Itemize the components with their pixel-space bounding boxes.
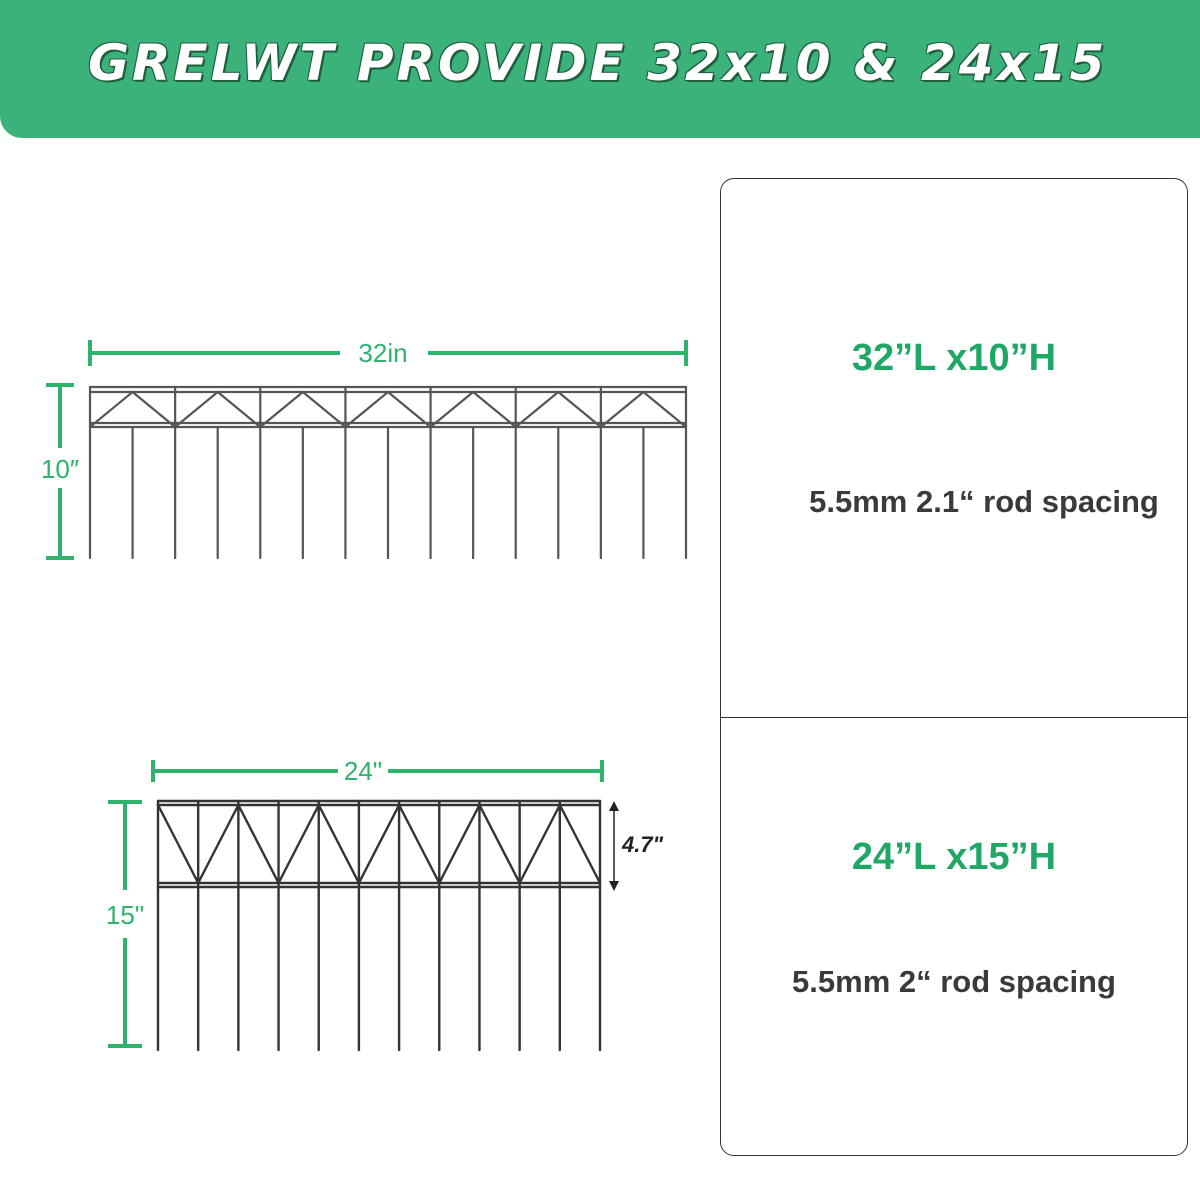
fence-zigzag	[599, 390, 645, 429]
fence-zigzag	[301, 390, 347, 429]
fence-zigzag	[514, 390, 560, 429]
large-fence-top-section-label: 4.7"	[621, 832, 664, 857]
fence-zigzag	[344, 390, 390, 429]
fence-zigzag	[277, 803, 320, 885]
fence-zigzag	[557, 390, 602, 429]
fence-zigzag	[438, 803, 481, 885]
header-banner: GRELWT PROVIDE 32x10 & 24x15	[0, 0, 1200, 138]
fence-zigzag	[317, 803, 361, 885]
fence-zigzag	[216, 390, 262, 429]
fence-zigzag	[558, 803, 602, 885]
large-fence-height-dimension	[108, 800, 142, 1048]
large-fence-width-dimension	[151, 760, 604, 782]
large-fence-illustration	[156, 799, 602, 1052]
fence-zigzag	[518, 803, 562, 885]
large-fence-top-section-dimension	[609, 801, 619, 891]
fence-zigzag	[259, 390, 304, 429]
fence-zigzag	[131, 390, 177, 429]
fence-zigzag	[196, 803, 240, 885]
fence-zigzag	[397, 803, 441, 885]
large-fence-width-label: 24"	[344, 756, 382, 786]
option-2-size: 24”L x15”H	[851, 836, 1057, 878]
fence-zigzag	[88, 390, 134, 429]
fence-zigzag	[472, 390, 517, 429]
spec-panel: 32”L x10”H 5.5mm 2.1“ rod spacing 24”L x…	[720, 178, 1188, 1156]
fence-zigzag	[156, 803, 200, 885]
option-1-spec: 5.5mm 2.1“ rod spacing	[809, 484, 1159, 519]
header-title: GRELWT PROVIDE 32x10 & 24x15	[88, 34, 1108, 92]
fence-zigzag	[429, 390, 475, 429]
fence-zigzag	[237, 803, 280, 885]
small-fence-width-label: 32in	[358, 338, 407, 368]
large-fence-height-label: 15"	[106, 900, 144, 930]
option-2-spec: 5.5mm 2“ rod spacing	[792, 964, 1116, 999]
fence-zigzag	[478, 803, 521, 885]
option-1-size: 32”L x10”H	[851, 337, 1057, 379]
small-fence-height-label: 10″	[41, 454, 79, 484]
small-fence-illustration	[88, 385, 688, 560]
fence-zigzag	[174, 390, 219, 429]
panel-divider	[721, 717, 1187, 718]
small-fence-height-dimension	[46, 383, 74, 560]
fence-zigzag	[642, 390, 688, 429]
small-fence-width-dimension	[88, 340, 688, 366]
fence-zigzag	[357, 803, 401, 885]
fence-zigzag	[386, 390, 432, 429]
